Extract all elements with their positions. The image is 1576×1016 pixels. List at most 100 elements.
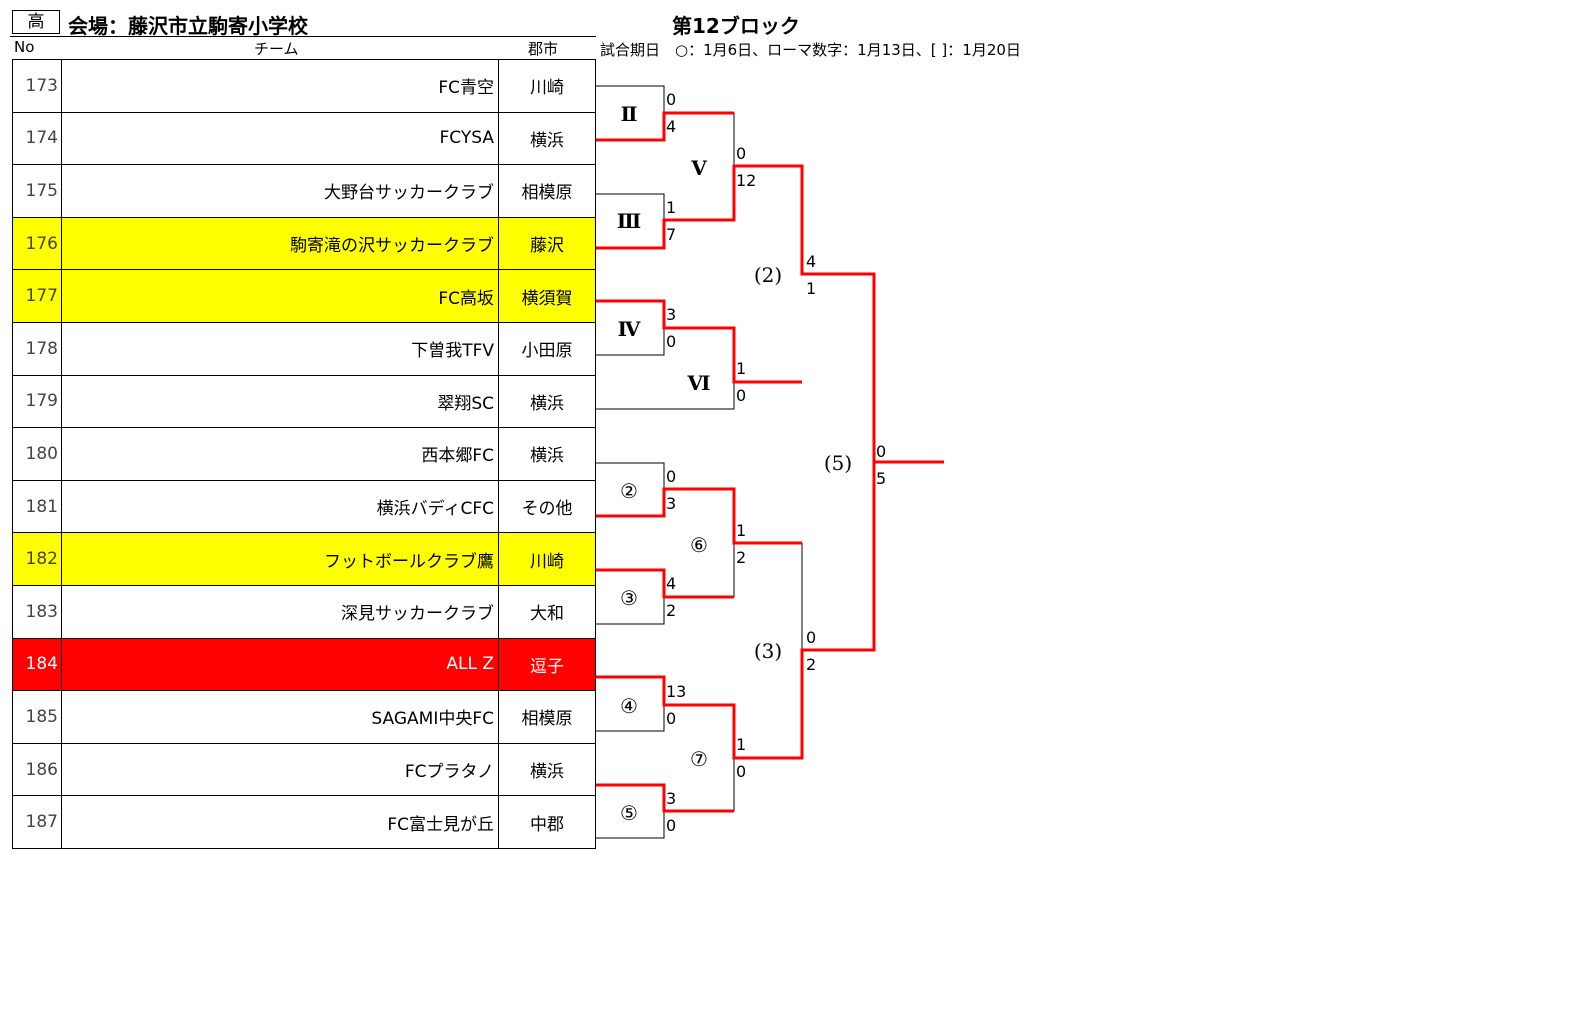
- match-score: 0: [736, 144, 746, 163]
- venue-title: 会場：藤沢市立駒寄小学校: [68, 14, 308, 38]
- team-name: FCYSA: [61, 111, 499, 166]
- team-city: 藤沢: [498, 216, 596, 271]
- match-score: 4: [666, 574, 676, 593]
- team-name: 横浜バディCFC: [61, 479, 499, 534]
- match-score: 1: [736, 735, 746, 754]
- match-score: 0: [666, 709, 676, 728]
- winner-line: [596, 111, 734, 142]
- match-score: 3: [666, 305, 676, 324]
- match-score: 4: [666, 117, 676, 136]
- match-score: 0: [876, 442, 886, 461]
- team-name: 西本郷FC: [61, 427, 499, 481]
- team-number: 186: [12, 742, 62, 797]
- match-label: ⑤: [620, 801, 638, 825]
- match-score: 0: [666, 467, 676, 486]
- bracket-line: [596, 328, 665, 356]
- team-number: 179: [12, 374, 62, 429]
- match-score: 1: [736, 521, 746, 540]
- team-name: SAGAMI中央FC: [61, 690, 499, 744]
- column-header-no: No: [14, 38, 35, 56]
- match-label: ④: [620, 694, 638, 718]
- team-city: 横浜: [498, 374, 596, 429]
- team-name: 深見サッカークラブ: [61, 584, 499, 639]
- match-score: 1: [736, 359, 746, 378]
- team-city: 横浜: [498, 111, 596, 166]
- winner-line: [596, 487, 802, 545]
- match-score: 4: [806, 252, 816, 271]
- match-label: (2): [754, 263, 782, 287]
- winner-line: [596, 164, 876, 462]
- match-label: (3): [754, 639, 782, 663]
- match-score: 3: [666, 494, 676, 513]
- match-label: Ⅲ: [617, 209, 641, 233]
- match-score: 1: [806, 279, 816, 298]
- team-city: 大和: [498, 584, 596, 639]
- team-number: 177: [12, 269, 62, 323]
- match-score: 0: [736, 762, 746, 781]
- team-number: 184: [12, 637, 62, 692]
- bracket-line: [596, 382, 735, 410]
- winner-line: [596, 783, 734, 813]
- match-score: 0: [666, 332, 676, 351]
- match-score: 0: [666, 90, 676, 109]
- team-number: 174: [12, 111, 62, 166]
- bracket-line: [596, 462, 665, 489]
- level-badge: 高: [12, 10, 60, 34]
- schedule-note: 試合期日 ○：1月6日、ローマ数字：1月13日、[ ]：1月20日: [600, 41, 1021, 59]
- team-number: 175: [12, 164, 62, 218]
- match-score: 2: [806, 655, 816, 674]
- match-score: 1: [666, 198, 676, 217]
- match-score: 0: [666, 816, 676, 835]
- match-score: 13: [666, 682, 686, 701]
- block-title: 第12ブロック: [672, 14, 800, 38]
- team-city: 横須賀: [498, 269, 596, 323]
- winner-line: [596, 460, 944, 760]
- winner-line: [596, 299, 802, 384]
- team-city: 中郡: [498, 795, 596, 849]
- match-label: ③: [620, 586, 638, 610]
- match-label: Ⅳ: [618, 317, 641, 341]
- match-label: ⑥: [690, 533, 708, 557]
- team-city: 横浜: [498, 427, 596, 481]
- team-city: 逗子: [498, 637, 596, 692]
- team-name: フットボールクラブ鷹: [61, 532, 499, 586]
- bracket-line: [596, 705, 665, 732]
- team-city: 横浜: [498, 742, 596, 797]
- match-score: 7: [666, 225, 676, 244]
- match-score: 0: [806, 628, 816, 647]
- team-name: FCプラタノ: [61, 742, 499, 797]
- match-score: 5: [876, 469, 886, 488]
- team-number: 181: [12, 479, 62, 534]
- match-label: Ⅱ: [621, 102, 638, 126]
- bracket-line: [596, 811, 665, 839]
- match-score: 2: [736, 548, 746, 567]
- team-name: FC高坂: [61, 269, 499, 323]
- team-name: 大野台サッカークラブ: [61, 164, 499, 218]
- bracket-line: [596, 85, 665, 112]
- match-label: Ⅴ: [690, 156, 707, 180]
- match-score: 3: [666, 789, 676, 808]
- column-header-team: チーム: [254, 40, 299, 58]
- match-label: Ⅵ: [687, 371, 711, 395]
- match-score: 2: [666, 601, 676, 620]
- match-score: 0: [736, 386, 746, 405]
- team-city: 川崎: [498, 532, 596, 586]
- column-header-city: 郡市: [528, 40, 559, 58]
- team-city: 相模原: [498, 164, 596, 218]
- match-score: 12: [736, 171, 756, 190]
- team-name: 駒寄滝の沢サッカークラブ: [61, 216, 499, 271]
- bracket-line: [596, 193, 665, 220]
